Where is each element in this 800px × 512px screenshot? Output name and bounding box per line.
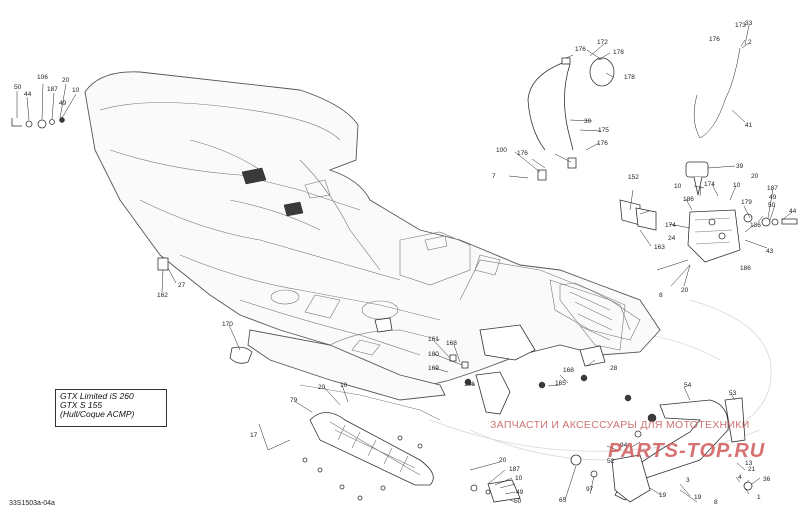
callout: 50 xyxy=(514,498,522,505)
callout: 8 xyxy=(714,499,718,506)
callout: 10 xyxy=(674,183,682,190)
callout: 3 xyxy=(686,477,690,484)
callout: 173 xyxy=(735,22,746,29)
callout: 152 xyxy=(628,174,639,181)
callout: 106 xyxy=(37,74,48,81)
callout: 49 xyxy=(516,489,524,496)
callout: 20 xyxy=(62,77,70,84)
callout: 50 xyxy=(768,202,776,209)
callout: 168 xyxy=(563,367,574,374)
callout: 28 xyxy=(610,365,618,372)
callout: 8 xyxy=(659,292,663,299)
hardware-top-left xyxy=(11,117,65,129)
hose-assembly xyxy=(527,47,741,181)
callout: 186 xyxy=(740,265,751,272)
callout: 165 xyxy=(555,380,566,387)
callout: 17 xyxy=(250,432,258,439)
callout: 33 xyxy=(745,20,753,27)
watermark-logo: PARTS-TOP.RU xyxy=(608,440,766,462)
rear-handle-assembly xyxy=(469,397,753,503)
callout: 186 xyxy=(683,196,694,203)
callout: 30 xyxy=(584,118,592,125)
callout: 180 xyxy=(428,351,439,358)
callout: 10 xyxy=(340,382,348,389)
callout: 176 xyxy=(517,150,528,157)
callout: 20 xyxy=(681,287,689,294)
callout: 36 xyxy=(763,476,771,483)
model-line: GTX Limited iS 260 xyxy=(60,391,134,401)
callout: 186 xyxy=(750,222,761,229)
callout: 168 xyxy=(446,340,457,347)
model-line: (Hull/Coque ACMP) xyxy=(60,409,135,419)
callout-labels: 50 44 106 187 20 10 49 176 172 178 178 3… xyxy=(14,20,797,506)
callout: 161 xyxy=(428,336,439,343)
callout: 187 xyxy=(509,466,520,473)
hull-assembly xyxy=(84,71,661,421)
callout: 166 xyxy=(464,381,475,388)
callout: 163 xyxy=(654,244,665,251)
callout: 49 xyxy=(769,194,777,201)
callout: 4 xyxy=(738,474,742,481)
callout: 43 xyxy=(766,248,774,255)
callout: 176 xyxy=(575,46,586,53)
callout: 10 xyxy=(72,87,80,94)
callout: 20 xyxy=(499,457,507,464)
callout: 175 xyxy=(598,127,609,134)
callout: 27 xyxy=(178,282,186,289)
callout: 169 xyxy=(428,365,439,372)
callout: 19 xyxy=(659,492,667,499)
callout: 100 xyxy=(496,147,507,154)
model-line: GTX S 155 xyxy=(60,400,103,410)
callout: 174 xyxy=(665,222,676,229)
callout: 21 xyxy=(748,466,756,473)
callout: 94 xyxy=(620,442,628,449)
reference-code: 33S1503a-04a xyxy=(9,500,55,507)
callout: 187 xyxy=(47,86,58,93)
callout: 178 xyxy=(613,49,624,56)
callout: 174 xyxy=(704,181,715,188)
callout: 41 xyxy=(745,122,753,129)
callout: 10 xyxy=(733,182,741,189)
step-grille xyxy=(267,412,434,501)
stern-bracket-assembly xyxy=(619,161,798,263)
callout: 52 xyxy=(607,458,615,465)
callout: 178 xyxy=(624,74,635,81)
callout: 172 xyxy=(597,39,608,46)
callout: 50 xyxy=(14,84,22,91)
callout: 24 xyxy=(668,235,676,242)
callout: 53 xyxy=(729,390,737,397)
callout: 10 xyxy=(515,475,523,482)
callout: 79 xyxy=(290,397,298,404)
callout: 44 xyxy=(789,208,797,215)
callout: 170 xyxy=(222,321,233,328)
callout: 162 xyxy=(157,292,168,299)
model-applicability-box: GTX Limited iS 260 GTX S 155 (Hull/Coque… xyxy=(55,389,167,427)
callout: 187 xyxy=(767,185,778,192)
leader-lines xyxy=(16,24,793,503)
callout: 13 xyxy=(745,460,753,467)
callout: 176 xyxy=(597,140,608,147)
callout: 54 xyxy=(684,382,692,389)
callout: 19 xyxy=(694,494,702,501)
callout: 65 xyxy=(559,497,567,504)
callout: 97 xyxy=(586,486,594,493)
callout: 49 xyxy=(59,100,67,107)
callout: 176 xyxy=(709,36,720,43)
callout: 2 xyxy=(748,39,752,46)
callout: 1 xyxy=(757,494,761,501)
callout: 179 xyxy=(741,199,752,206)
watermark-text: ЗАПЧАСТИ И АКСЕССУАРЫ ДЛЯ МОТОТЕХНИКИ xyxy=(490,419,750,431)
callout: 39 xyxy=(736,163,744,170)
callout: 44 xyxy=(24,91,32,98)
callout: 7 xyxy=(492,173,496,180)
callout: 20 xyxy=(318,384,326,391)
hardware-left xyxy=(157,257,632,415)
callout: 20 xyxy=(751,173,759,180)
